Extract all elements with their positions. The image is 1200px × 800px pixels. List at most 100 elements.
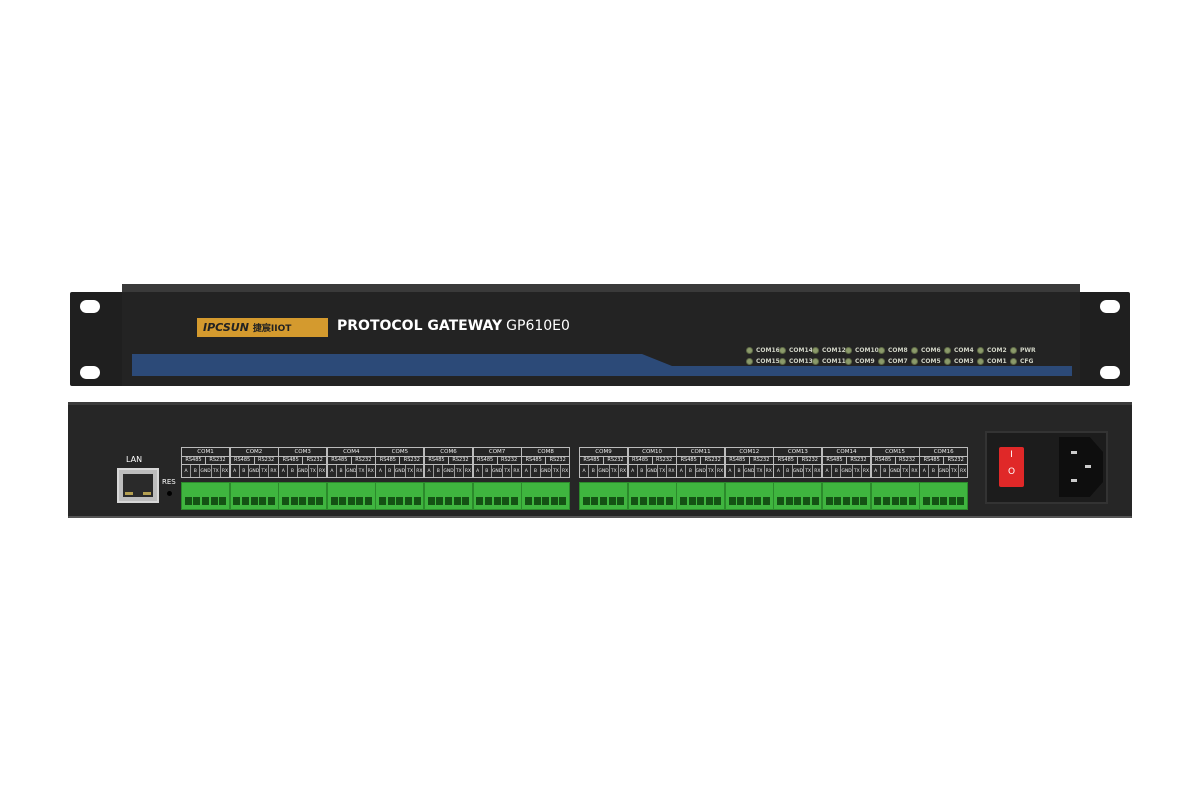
reset-button[interactable] bbox=[167, 491, 172, 496]
led-com11: COM11 bbox=[812, 358, 846, 365]
pin-label: GND bbox=[597, 465, 609, 477]
rs485-label: RS485 bbox=[282, 457, 299, 463]
pin-label: RX bbox=[414, 465, 423, 477]
pin-label: RX bbox=[268, 465, 277, 477]
pin-label: TX bbox=[851, 465, 861, 477]
pin-label: A bbox=[524, 469, 528, 474]
terminal-block[interactable] bbox=[521, 482, 571, 510]
led-light-icon bbox=[977, 358, 984, 365]
terminal-block[interactable] bbox=[919, 482, 969, 510]
led-light-icon bbox=[878, 347, 885, 354]
pin-label: RX bbox=[812, 465, 821, 477]
led-light-icon bbox=[845, 358, 852, 365]
led-com5: COM5 bbox=[911, 358, 941, 365]
pin-label: A bbox=[922, 469, 926, 474]
pin-label: GND bbox=[694, 465, 706, 477]
rs232-label: RS232 bbox=[797, 457, 821, 464]
pin-label: A bbox=[233, 469, 237, 474]
rs485-label: RS485 bbox=[923, 457, 940, 463]
terminal-block[interactable] bbox=[579, 482, 628, 510]
rs232-label: RS232 bbox=[399, 457, 423, 464]
led-light-icon bbox=[1010, 358, 1017, 365]
rs485-label: RS485 bbox=[729, 457, 746, 463]
port-label: COM14 bbox=[822, 447, 871, 456]
port-label: COM3 bbox=[278, 447, 328, 456]
pin-label: TX bbox=[356, 465, 365, 477]
port-label: COM10 bbox=[627, 447, 677, 456]
pin-label: RX bbox=[219, 465, 229, 477]
pin-label: TX bbox=[453, 465, 463, 477]
pin-label: A bbox=[582, 469, 586, 474]
pin-label: A bbox=[728, 469, 732, 474]
pin-label: GND bbox=[247, 465, 259, 477]
pin-label: TX bbox=[608, 465, 618, 477]
rs485-label: RS485 bbox=[680, 457, 697, 463]
terminal-block[interactable] bbox=[375, 482, 425, 510]
pin-label: RX bbox=[317, 465, 326, 477]
terminal-block[interactable] bbox=[627, 482, 677, 510]
pin-label: RX bbox=[909, 465, 918, 477]
terminal-block[interactable] bbox=[278, 482, 328, 510]
terminal-block[interactable] bbox=[724, 482, 774, 510]
pin-label: GND bbox=[199, 465, 211, 477]
pin-label: B bbox=[433, 465, 442, 477]
terminal-block[interactable] bbox=[822, 482, 871, 510]
rs232-label: RS232 bbox=[496, 457, 521, 464]
power-inlet[interactable] bbox=[1059, 437, 1103, 497]
terminal-block[interactable] bbox=[424, 482, 473, 510]
terminal-block[interactable] bbox=[229, 482, 279, 510]
pin-label: B bbox=[287, 465, 296, 477]
led-com15: COM15 bbox=[746, 358, 780, 365]
rs485-label: RS485 bbox=[826, 457, 843, 463]
terminal-block[interactable] bbox=[472, 482, 522, 510]
pin-label: TX bbox=[502, 465, 511, 477]
led-com1: COM1 bbox=[977, 358, 1007, 365]
pin-label: TX bbox=[210, 465, 220, 477]
rs232-label: RS232 bbox=[748, 457, 773, 464]
rs485-label: RS485 bbox=[631, 457, 649, 463]
lan-port[interactable] bbox=[117, 468, 159, 503]
pin-label: TX bbox=[705, 465, 715, 477]
terminal-block[interactable] bbox=[676, 482, 726, 510]
pin-label: TX bbox=[754, 465, 763, 477]
terminal-block[interactable] bbox=[181, 482, 230, 510]
led-light-icon bbox=[812, 358, 819, 365]
pin-label: RX bbox=[958, 465, 967, 477]
terminal-block[interactable] bbox=[326, 482, 376, 510]
led-com12: COM12 bbox=[812, 347, 846, 354]
rs485-label: RS485 bbox=[185, 457, 202, 463]
led-com3: COM3 bbox=[944, 358, 974, 365]
pin-label: RX bbox=[365, 465, 375, 477]
pin-label: GND bbox=[393, 465, 405, 477]
pin-label: GND bbox=[888, 465, 900, 477]
blue-stripe bbox=[132, 354, 1072, 376]
rs485-label: RS485 bbox=[428, 457, 445, 463]
pin-label: A bbox=[776, 469, 781, 474]
led-com13: COM13 bbox=[779, 358, 813, 365]
pin-label: GND bbox=[840, 465, 852, 477]
pin-label: GND bbox=[645, 465, 657, 477]
pin-label: A bbox=[281, 469, 285, 474]
led-com8: COM8 bbox=[878, 347, 908, 354]
led-cfg: CFG bbox=[1010, 358, 1033, 365]
led-light-icon bbox=[845, 347, 852, 354]
terminal-block[interactable] bbox=[870, 482, 920, 510]
terminal-block[interactable] bbox=[773, 482, 823, 510]
